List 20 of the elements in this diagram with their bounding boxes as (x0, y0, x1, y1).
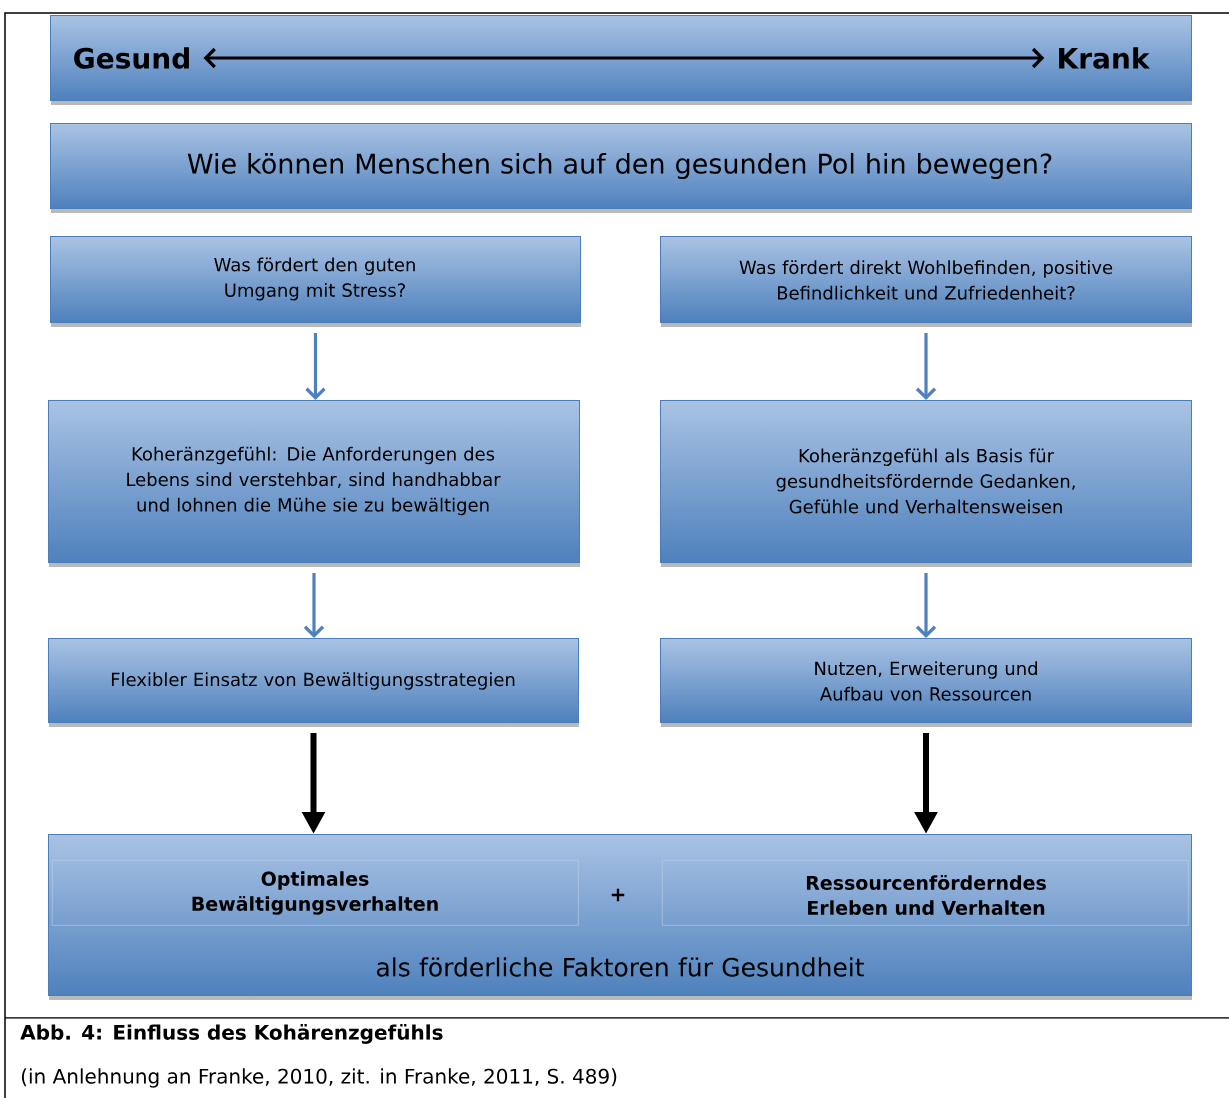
arrow (303, 573, 325, 638)
plus-sign: + (611, 888, 625, 902)
pole-label: Gesund (74, 47, 189, 69)
process-box: Koheränzgefühl als Basis für gesundheitsfördernde Gedanken, Gefühle und Verhaltensweisen (660, 400, 1192, 567)
process-box: Was fördert den guten Umgang mit Stress? (50, 236, 581, 327)
inner-box: Ressourcenförderndes Erleben und Verhalten (662, 860, 1189, 926)
process-box: Was fördert direkt Wohlbefinden, positive Befindlichkeit und Zufriedenheit? (660, 236, 1192, 327)
process-box: Wie können Menschen sich auf den gesunden Pol hin bewegen? (50, 123, 1192, 213)
process-box: Nutzen, Erweiterung und Aufbau von Ressourcen (660, 638, 1192, 727)
process-box: Koheränzgefühl: Die Anforderungen des Lebens sind verstehbar, sind handhabbar und lohnen die Mühe sie zu bewältigen (48, 400, 580, 567)
inner-box: Optimales Bewältigungsverhalten (52, 860, 579, 926)
source-note: (in Anlehnung an Franke, 2010, zit. in Franke, 2011, S. 489) (21, 1068, 617, 1088)
arrow (203, 47, 1045, 69)
arrow (915, 573, 937, 638)
arrow (305, 333, 326, 400)
arrow (915, 333, 937, 400)
process-box: Flexibler Einsatz von Bewältigungsstrategien (48, 638, 579, 727)
pole-label: Krank (1059, 47, 1150, 69)
figure-caption: Abb. 4: Einfluss des Kohärenzgefühls (20, 1024, 443, 1044)
band-box (50, 15, 1192, 105)
